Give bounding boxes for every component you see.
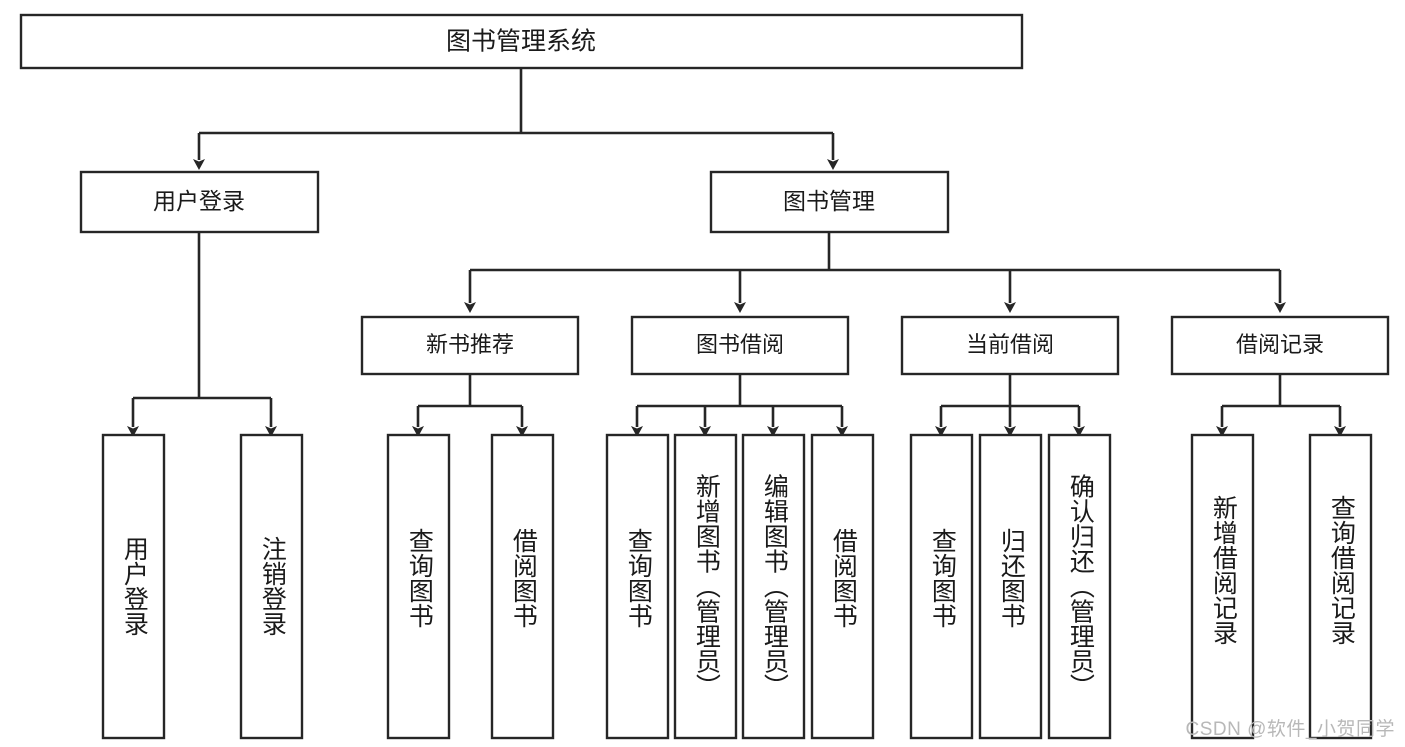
leaf-label: 新增图书（管理员）: [692, 474, 721, 699]
leaf-user-login-login[interactable]: 用户登录: [101, 433, 166, 740]
leaf-book-borrow-edit[interactable]: 编辑图书（管理员）: [741, 433, 806, 740]
leaf-box: [978, 433, 1043, 740]
leaf-borrow-record-add[interactable]: 新增借阅记录: [1190, 433, 1255, 740]
node-book-management[interactable]: 图书管理: [709, 170, 950, 234]
leaf-label: 查询图书: [624, 528, 653, 628]
leaf-label: 查询图书: [405, 528, 434, 628]
node-user-login[interactable]: 用户登录: [79, 170, 320, 234]
leaf-box: [810, 433, 875, 740]
leaf-new-book-query[interactable]: 查询图书: [386, 433, 451, 740]
leaf-book-borrow-add[interactable]: 新增图书（管理员）: [673, 433, 738, 740]
leaf-label: 注销登录: [258, 536, 287, 636]
leaf-box: [673, 433, 738, 740]
connector-book-borrow-to-leaves: [631, 374, 848, 437]
node-current-borrow[interactable]: 当前借阅: [900, 315, 1120, 376]
leaf-box: [490, 433, 555, 740]
current-borrow-label: 当前借阅: [966, 332, 1054, 357]
leaf-current-borrow-query[interactable]: 查询图书: [909, 433, 974, 740]
leaf-box: [239, 433, 304, 740]
leaf-label: 确认归还（管理员）: [1066, 474, 1095, 699]
leaf-box: [909, 433, 974, 740]
root-box: [19, 13, 1024, 70]
leaf-box: [741, 433, 806, 740]
leaf-label: 归还图书: [997, 528, 1026, 628]
new-book-recommend-label: 新书推荐: [426, 332, 514, 357]
leaf-box: [1190, 433, 1255, 740]
leaf-label: 查询借阅记录: [1327, 495, 1356, 645]
borrow-record-label: 借阅记录: [1236, 332, 1324, 357]
leaf-box: [101, 433, 166, 740]
leaf-box: [605, 433, 670, 740]
node-root[interactable]: 图书管理系统: [19, 13, 1024, 70]
connector-root-to-level2: [193, 68, 839, 170]
leaf-label: 编辑图书（管理员）: [760, 474, 789, 699]
node-book-borrow[interactable]: 图书借阅: [630, 315, 850, 376]
leaf-label: 借阅图书: [509, 528, 538, 628]
leaf-label: 用户登录: [120, 536, 149, 636]
leaf-new-book-borrow[interactable]: 借阅图书: [490, 433, 555, 740]
leaf-box: [386, 433, 451, 740]
leaf-user-login-logout[interactable]: 注销登录: [239, 433, 304, 740]
connector-borrow-record-to-leaves: [1216, 374, 1346, 437]
user-login-label: 用户登录: [153, 188, 245, 214]
node-borrow-record[interactable]: 借阅记录: [1170, 315, 1390, 376]
leaf-box: [1308, 433, 1373, 740]
leaf-current-borrow-confirm[interactable]: 确认归还（管理员）: [1047, 433, 1112, 740]
connector-new-book-recommend-to-leaves: [412, 374, 528, 437]
leaf-book-borrow-query[interactable]: 查询图书: [605, 433, 670, 740]
leaf-label: 查询图书: [928, 528, 957, 628]
leaf-label: 借阅图书: [829, 528, 858, 628]
book-borrow-label: 图书借阅: [696, 332, 784, 357]
book-management-label: 图书管理: [783, 188, 875, 214]
connector-user-login-to-leaves: [127, 232, 277, 437]
node-new-book-recommend[interactable]: 新书推荐: [360, 315, 580, 376]
current-borrow-box: [900, 315, 1120, 376]
user-login-box: [79, 170, 320, 234]
connector-book-management-to-level3: [464, 232, 1286, 313]
leaf-label: 新增借阅记录: [1209, 495, 1238, 645]
root-label: 图书管理系统: [446, 28, 596, 56]
leaf-book-borrow-borrow[interactable]: 借阅图书: [810, 433, 875, 740]
connector-current-borrow-to-leaves: [935, 374, 1085, 437]
leaf-current-borrow-return[interactable]: 归还图书: [978, 433, 1043, 740]
leaf-borrow-record-query[interactable]: 查询借阅记录: [1308, 433, 1373, 740]
new-book-recommend-box: [360, 315, 580, 376]
leaf-box: [1047, 433, 1112, 740]
